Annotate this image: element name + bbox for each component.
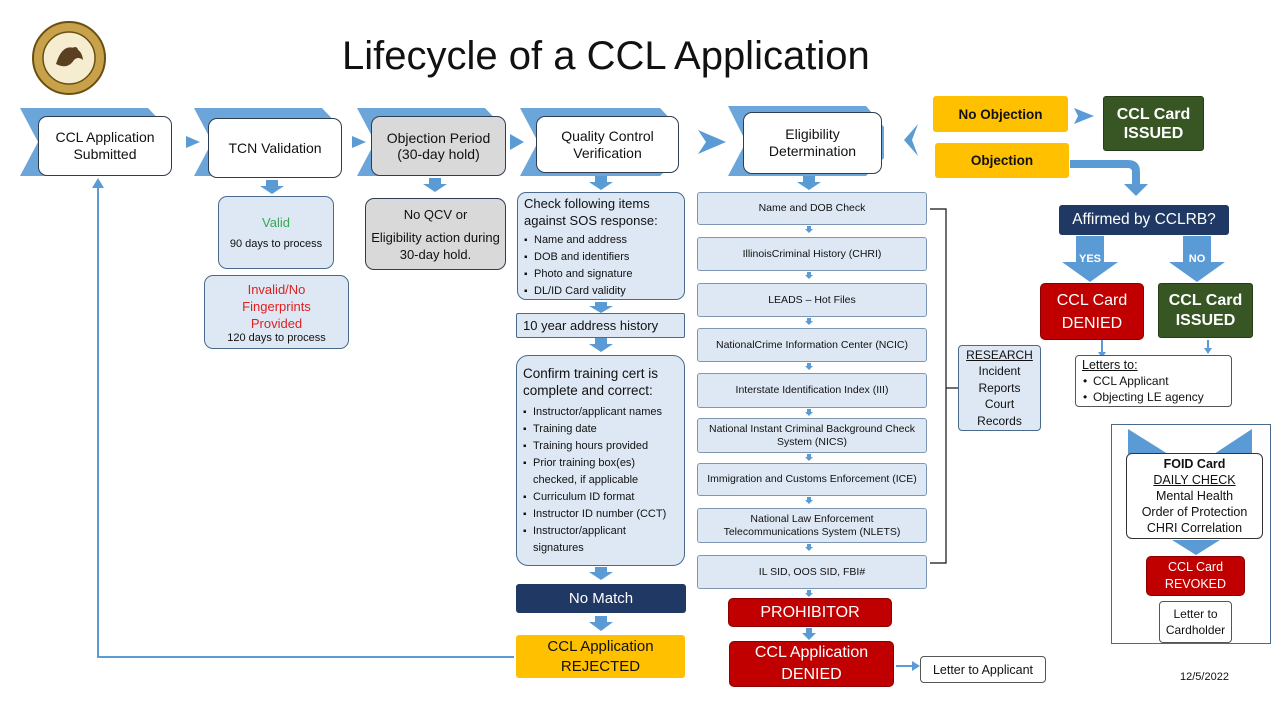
letter-to-applicant-box: Letter to Applicant xyxy=(920,656,1046,683)
date-stamp: 12/5/2022 xyxy=(1180,671,1229,683)
sos-items: Name and address DOB and identifiers Pho… xyxy=(524,232,632,300)
list-item: Instructor ID number (CCT) xyxy=(523,506,678,523)
tcn-invalid-box: Invalid/No Fingerprints Provided 120 day… xyxy=(204,275,349,349)
stage-eligibility: Eligibility Determination xyxy=(743,112,882,174)
check-nics: National Instant Criminal Background Che… xyxy=(697,418,927,453)
application-rejected-box: CCL Application REJECTED xyxy=(516,635,685,678)
tcn-invalid-label: Invalid/No Fingerprints Provided xyxy=(242,281,311,331)
yes-label: YES xyxy=(1078,253,1101,265)
prohibitor-box: PROHIBITOR xyxy=(728,598,892,627)
list-item: Name and address xyxy=(524,232,632,249)
tcn-invalid-days: 120 days to process xyxy=(227,331,326,344)
affirmed-box: Affirmed by CCLRB? xyxy=(1059,205,1229,235)
list-item: Instructor/applicant signatures xyxy=(523,523,678,557)
list-item: Photo and signature xyxy=(524,266,632,283)
sos-heading: Check following items against SOS respon… xyxy=(524,196,658,228)
foid-panel xyxy=(1111,424,1271,644)
training-check-box: Confirm training cert is complete and co… xyxy=(516,355,685,566)
agency-seal xyxy=(28,20,110,96)
check-iii: Interstate Identification Index (III) xyxy=(697,373,927,408)
list-item: Training date xyxy=(523,421,678,438)
card-revoked-box: CCL Card REVOKED xyxy=(1146,556,1245,596)
foid-check-box: FOID Card DAILY CHECK Mental Health Orde… xyxy=(1126,453,1263,539)
training-heading: Confirm training cert is complete and co… xyxy=(523,366,659,398)
check-leads: LEADS – Hot Files xyxy=(697,283,927,317)
research-box: RESEARCH Incident Reports Court Records xyxy=(958,345,1041,431)
seal-icon xyxy=(32,21,106,95)
no-match-box: No Match xyxy=(516,584,686,613)
list-item: DOB and identifiers xyxy=(524,249,632,266)
training-items: Instructor/applicant names Training date… xyxy=(523,404,678,557)
stage-qcv: Quality Control Verification xyxy=(536,116,679,173)
check-ice: Immigration and Customs Enforcement (ICE… xyxy=(697,463,927,496)
page-title: Lifecycle of a CCL Application xyxy=(342,34,870,78)
card-issued-top-box: CCL Card ISSUED xyxy=(1103,96,1204,151)
list-item: Prior training box(es) checked, if appli… xyxy=(523,455,678,489)
check-name-dob: Name and DOB Check xyxy=(697,192,927,225)
tcn-valid-label: Valid xyxy=(262,215,290,230)
tcn-valid-days: 90 days to process xyxy=(229,238,323,250)
check-ncic: NationalCrime Information Center (NCIC) xyxy=(697,328,927,362)
card-denied-box: CCL Card DENIED xyxy=(1040,283,1144,340)
list-item: CCL Applicant xyxy=(1082,373,1204,389)
objection-box: Objection xyxy=(935,143,1069,178)
list-item: DL/ID Card validity xyxy=(524,283,632,300)
check-chri: IllinoisCriminal History (CHRI) xyxy=(697,237,927,271)
sos-check-box: Check following items against SOS respon… xyxy=(517,192,685,300)
letters-box: Letters to: CCL Applicant Objecting LE a… xyxy=(1075,355,1232,407)
stage-submitted: CCL Application Submitted xyxy=(38,116,172,176)
check-sid: IL SID, OOS SID, FBI# xyxy=(697,555,927,589)
letters-list: CCL Applicant Objecting LE agency xyxy=(1082,373,1204,405)
list-item: Training hours provided xyxy=(523,438,678,455)
check-nlets: National Law Enforcement Telecommunicati… xyxy=(697,508,927,543)
stage-tcn-validation: TCN Validation xyxy=(208,118,342,178)
tcn-valid-box: Valid 90 days to process xyxy=(218,196,334,269)
letter-to-cardholder-box: Letter to Cardholder xyxy=(1159,601,1232,643)
objection-note: No QCV or Eligibility action during 30-d… xyxy=(365,198,506,270)
stage-objection-period: Objection Period (30-day hold) xyxy=(371,116,506,176)
list-item: Curriculum ID format xyxy=(523,489,678,506)
application-denied-box: CCL Application DENIED xyxy=(729,641,894,687)
no-objection-box: No Objection xyxy=(933,96,1068,132)
list-item: Objecting LE agency xyxy=(1082,389,1204,405)
address-history-box: 10 year address history xyxy=(516,313,685,338)
card-issued-no-box: CCL Card ISSUED xyxy=(1158,283,1253,338)
no-label: NO xyxy=(1188,253,1206,265)
list-item: Instructor/applicant names xyxy=(523,404,678,421)
